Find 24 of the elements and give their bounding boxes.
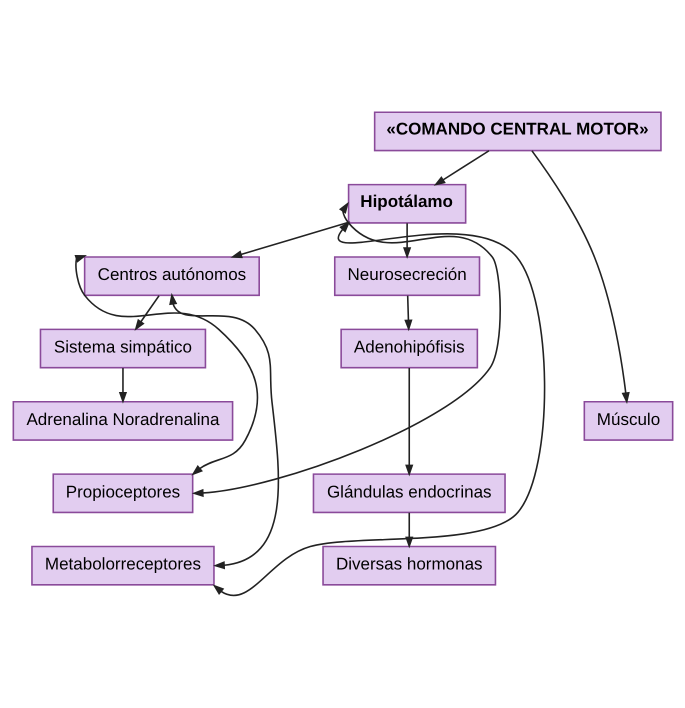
arrow: [404, 296, 412, 332]
node-box: Propioceptores: [52, 473, 193, 514]
node-box: Adrenalina Noradrenalina: [12, 400, 233, 441]
arrow: [74, 254, 258, 476]
arrow: [404, 368, 413, 476]
node-box: Centros autónomos: [83, 256, 260, 296]
node-box: Diversas hormonas: [322, 546, 496, 586]
arrow: [168, 292, 279, 570]
arrow: [212, 221, 545, 596]
arrow: [230, 222, 348, 258]
node-box: Metabolorreceptores: [30, 546, 214, 586]
arrow: [433, 150, 489, 186]
node-box: Neurosecreción: [333, 256, 480, 296]
arrow: [402, 223, 411, 259]
arrow: [118, 368, 127, 404]
node-box: «COMANDO CENTRAL MOTOR»: [373, 111, 662, 152]
node-box: Músculo: [583, 400, 673, 441]
arrow: [530, 150, 630, 404]
arrow: [134, 295, 160, 331]
arrow: [191, 202, 500, 498]
node-box: Glándulas endocrinas: [312, 473, 506, 514]
node-box: Hipotálamo: [347, 184, 466, 224]
node-box: Adenohipófisis: [340, 328, 478, 368]
node-box: Sistema simpático: [39, 328, 206, 368]
